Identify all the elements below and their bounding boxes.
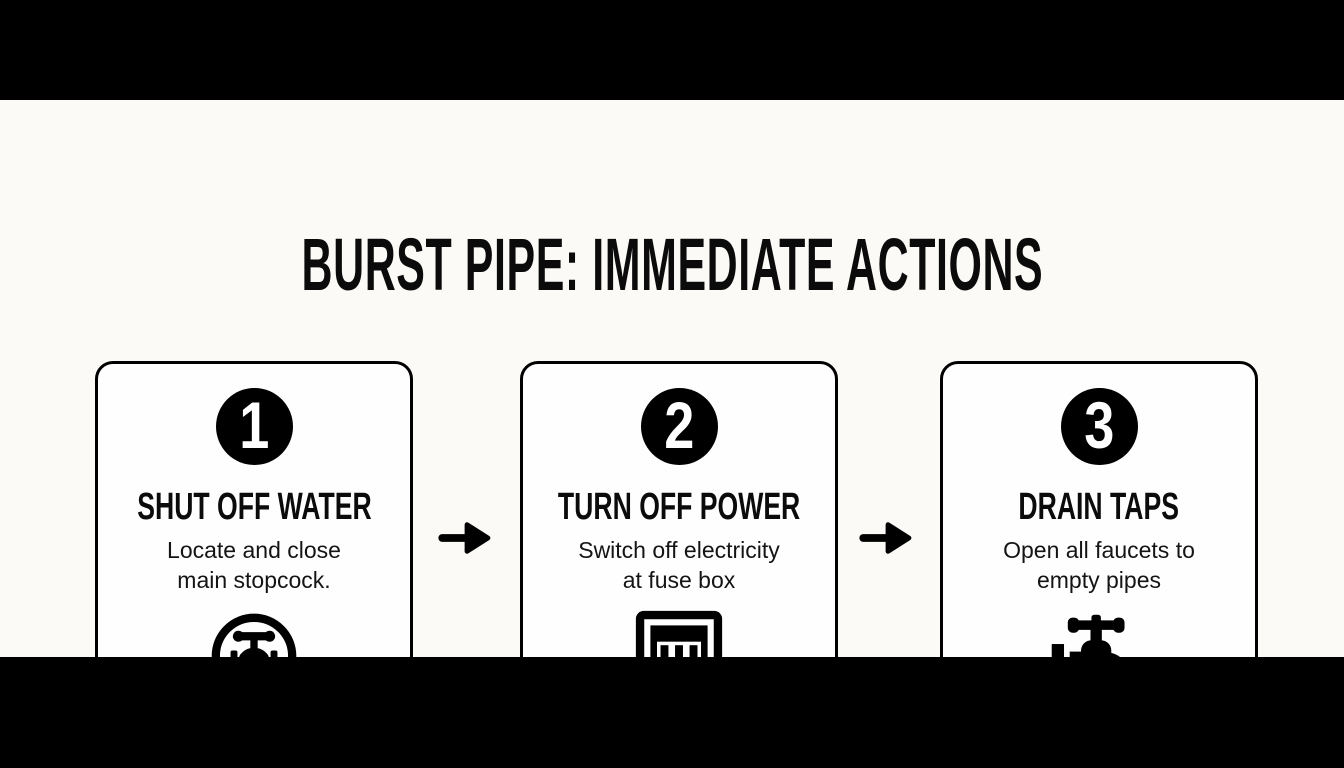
page-title: BURST PIPE: IMMEDIATE ACTIONS	[0, 227, 1344, 303]
step-number: 3	[1083, 387, 1115, 462]
right-arrow-icon	[438, 517, 496, 559]
step-title: DRAIN TAPS	[1018, 486, 1180, 528]
bottom-letterbox-bar	[0, 657, 1344, 768]
step-number-badge: 1	[215, 387, 293, 465]
step-title: SHUT OFF WATER	[136, 486, 372, 528]
step-number-badge: 3	[1060, 387, 1138, 465]
step-number: 2	[663, 387, 695, 462]
step-number-badge: 2	[640, 387, 718, 465]
right-arrow-icon	[859, 517, 917, 559]
content-band: BURST PIPE: IMMEDIATE ACTIONS 1 SHUT OFF…	[0, 100, 1344, 718]
step-title: TURN OFF POWER	[557, 486, 801, 528]
page-title-text: BURST PIPE: IMMEDIATE ACTIONS	[301, 223, 1043, 306]
step-number: 1	[238, 387, 270, 462]
